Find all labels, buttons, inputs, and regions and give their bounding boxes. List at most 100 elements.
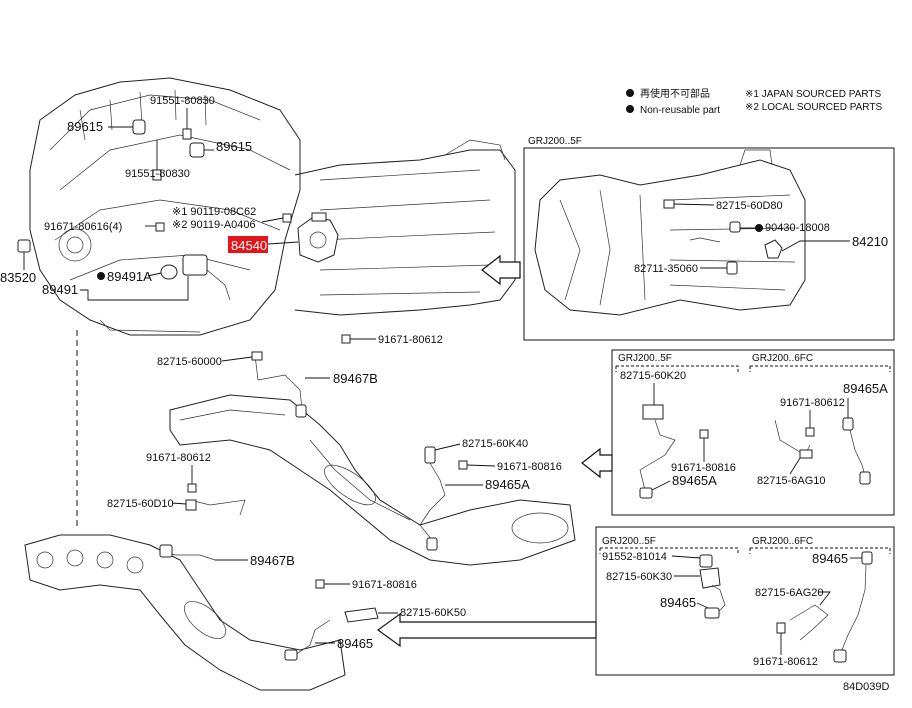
exhaust-labels: 91671-80612 82715-60000 89467B 82715-60K… xyxy=(107,334,562,651)
label-90119-08c62[interactable]: ※1 90119-08C62 xyxy=(172,206,256,218)
label-89465-box-right[interactable]: 89465 xyxy=(812,551,848,566)
inset-frame xyxy=(523,147,895,341)
label-91671-80816-box[interactable]: 91671-80816 xyxy=(671,462,736,474)
leader-line xyxy=(147,272,162,277)
part-91671-bolt[interactable] xyxy=(341,334,351,344)
part-89615-sensor[interactable] xyxy=(189,142,205,158)
label-82715-60d10[interactable]: 82715-60D10 xyxy=(107,498,174,510)
part-89467b-sensor[interactable] xyxy=(295,404,307,418)
label-90430-18008[interactable]: 90430-18008 xyxy=(765,222,830,234)
label-91551-80830-lower[interactable]: 91551-80830 xyxy=(125,168,190,180)
label-89615-left[interactable]: 89615 xyxy=(67,119,103,134)
label-82711-35060[interactable]: 82711-35060 xyxy=(634,263,698,275)
part-89465a-connector[interactable] xyxy=(842,417,854,431)
leader-line xyxy=(789,457,801,475)
label-82715-60k20[interactable]: 82715-60K20 xyxy=(620,370,686,382)
part-89615-sensor[interactable] xyxy=(132,119,146,135)
sensor-89465a-wire xyxy=(419,462,446,541)
part-91671-80612-bolt[interactable] xyxy=(805,427,815,437)
label-91671-80612-mid[interactable]: 91671-80612 xyxy=(146,452,211,464)
label-82715-60k40[interactable]: 82715-60K40 xyxy=(462,438,528,450)
label-82715-60000[interactable]: 82715-60000 xyxy=(157,356,222,368)
part-84540-switch[interactable] xyxy=(297,212,339,263)
part-89465a-sensor[interactable] xyxy=(426,537,438,551)
engine-fin-lines xyxy=(79,89,207,141)
label-91671-80816-mid[interactable]: 91671-80816 xyxy=(497,461,562,473)
part-89465a-sensor[interactable] xyxy=(639,487,653,499)
label-91671-80816-lower[interactable]: 91671-80816 xyxy=(352,579,417,591)
part-82715-60k30-clamp[interactable] xyxy=(699,567,721,589)
part-89465-sensor-right[interactable] xyxy=(833,649,847,663)
label-91671-80612-top[interactable]: 91671-80612 xyxy=(378,334,443,346)
label-82715-60k50[interactable]: 82715-60K50 xyxy=(400,607,466,619)
label-89465a-box-left[interactable]: 89465A xyxy=(672,473,717,488)
part-89491a-seal[interactable] xyxy=(160,264,178,280)
manifold-port xyxy=(126,556,144,574)
part-91671-bolt[interactable] xyxy=(155,222,165,232)
part-90119-bolt[interactable] xyxy=(282,213,292,223)
catalytic-converter-body xyxy=(324,464,376,506)
label-89615-right[interactable]: 89615 xyxy=(216,139,252,154)
label-91671-80612-box[interactable]: 91671-80612 xyxy=(780,397,845,409)
sensor-wire-89465 xyxy=(839,564,867,656)
part-83520-switch[interactable] xyxy=(17,239,31,253)
leader-line xyxy=(267,241,299,245)
label-90119-a0406[interactable]: ※2 90119-A0406 xyxy=(172,219,256,231)
part-89465a-sensor-right[interactable] xyxy=(859,471,871,485)
label-89465a-mid[interactable]: 89465A xyxy=(485,477,530,492)
part-82715-60d10-clamp[interactable] xyxy=(185,499,197,511)
leader-line xyxy=(466,464,496,467)
part-89465-sensor[interactable] xyxy=(284,649,298,661)
part-91552-connector[interactable] xyxy=(699,554,713,568)
label-89465a-box-right[interactable]: 89465A xyxy=(843,381,888,396)
label-89491a[interactable]: 89491A xyxy=(107,269,152,284)
label-89467b-lower[interactable]: 89467B xyxy=(250,553,295,568)
label-89467b-top[interactable]: 89467B xyxy=(333,371,378,386)
part-90430-gasket[interactable] xyxy=(729,221,741,233)
label-89491[interactable]: 89491 xyxy=(42,282,78,297)
label-82715-6ag20[interactable]: 82715-6AG20 xyxy=(755,587,824,599)
label-89465-lower[interactable]: 89465 xyxy=(337,636,373,651)
part-82715-60k20-clamp[interactable] xyxy=(642,404,664,420)
part-82715-60000-clamp[interactable] xyxy=(251,351,263,361)
transmission-oil-pipe xyxy=(99,319,201,333)
inset-title-right: GRJ200..6FC xyxy=(752,353,813,364)
label-84210[interactable]: 84210 xyxy=(852,234,888,249)
label-82715-60k30[interactable]: 82715-60K30 xyxy=(606,571,672,583)
inset-box-grj200-5f-transmission: GRJ200..5F 82715-60D80 90430-18008 84210… xyxy=(523,136,895,341)
label-84540-highlighted[interactable]: 84540 xyxy=(231,238,267,253)
label-91551-80830-top[interactable]: 91551-80830 xyxy=(150,95,215,107)
label-91671-80612-low[interactable]: 91671-80612 xyxy=(753,656,818,668)
part-82715-6ag10-clamp[interactable] xyxy=(799,449,813,459)
transmission-bell-detail xyxy=(444,139,506,161)
part-91551-bolt[interactable] xyxy=(182,128,192,140)
part-89465-sensor[interactable] xyxy=(704,607,720,619)
label-83520[interactable]: 83520 xyxy=(0,270,36,285)
part-89465-connector[interactable] xyxy=(861,551,873,565)
manual-transmission-outline xyxy=(534,159,806,316)
label-82715-6ag10[interactable]: 82715-6AG10 xyxy=(757,475,826,487)
part-91671-80816-bolt[interactable] xyxy=(458,460,468,470)
part-82711-clamp[interactable] xyxy=(726,261,738,275)
part-91671-80816-bolt[interactable] xyxy=(699,429,709,439)
gearbox-top-detail xyxy=(739,149,773,166)
label-91552-81014[interactable]: 91552-81014 xyxy=(602,551,667,563)
part-82715-60k50-clamp[interactable] xyxy=(344,607,379,623)
part-82715-clamp[interactable] xyxy=(663,199,675,209)
leader-line xyxy=(651,480,671,491)
part-91671-80612-bolt[interactable] xyxy=(187,483,197,493)
part-89467b-lower-sensor[interactable] xyxy=(159,544,173,558)
switch-connector xyxy=(311,212,327,222)
legend: 再使用不可部品 Non-reusable part ※1 JAPAN SOURC… xyxy=(626,87,882,116)
label-89465-box-left[interactable]: 89465 xyxy=(660,595,696,610)
part-91671-80816-lower-bolt[interactable] xyxy=(315,579,325,589)
highlighted-part-box[interactable] xyxy=(228,236,268,253)
label-91671-80616[interactable]: 91671-80616(4) xyxy=(44,221,122,233)
part-84210-switch[interactable] xyxy=(764,239,783,259)
part-82715-60k40-clamp[interactable] xyxy=(424,446,436,464)
engine-labels: 91551-80830 89615 89615 91551-80830 ※1 9… xyxy=(0,95,299,301)
part-91671-80612-bolt[interactable] xyxy=(776,622,786,634)
label-82715-60d80[interactable]: 82715-60D80 xyxy=(716,200,783,212)
part-89491-sensor[interactable] xyxy=(182,254,208,276)
